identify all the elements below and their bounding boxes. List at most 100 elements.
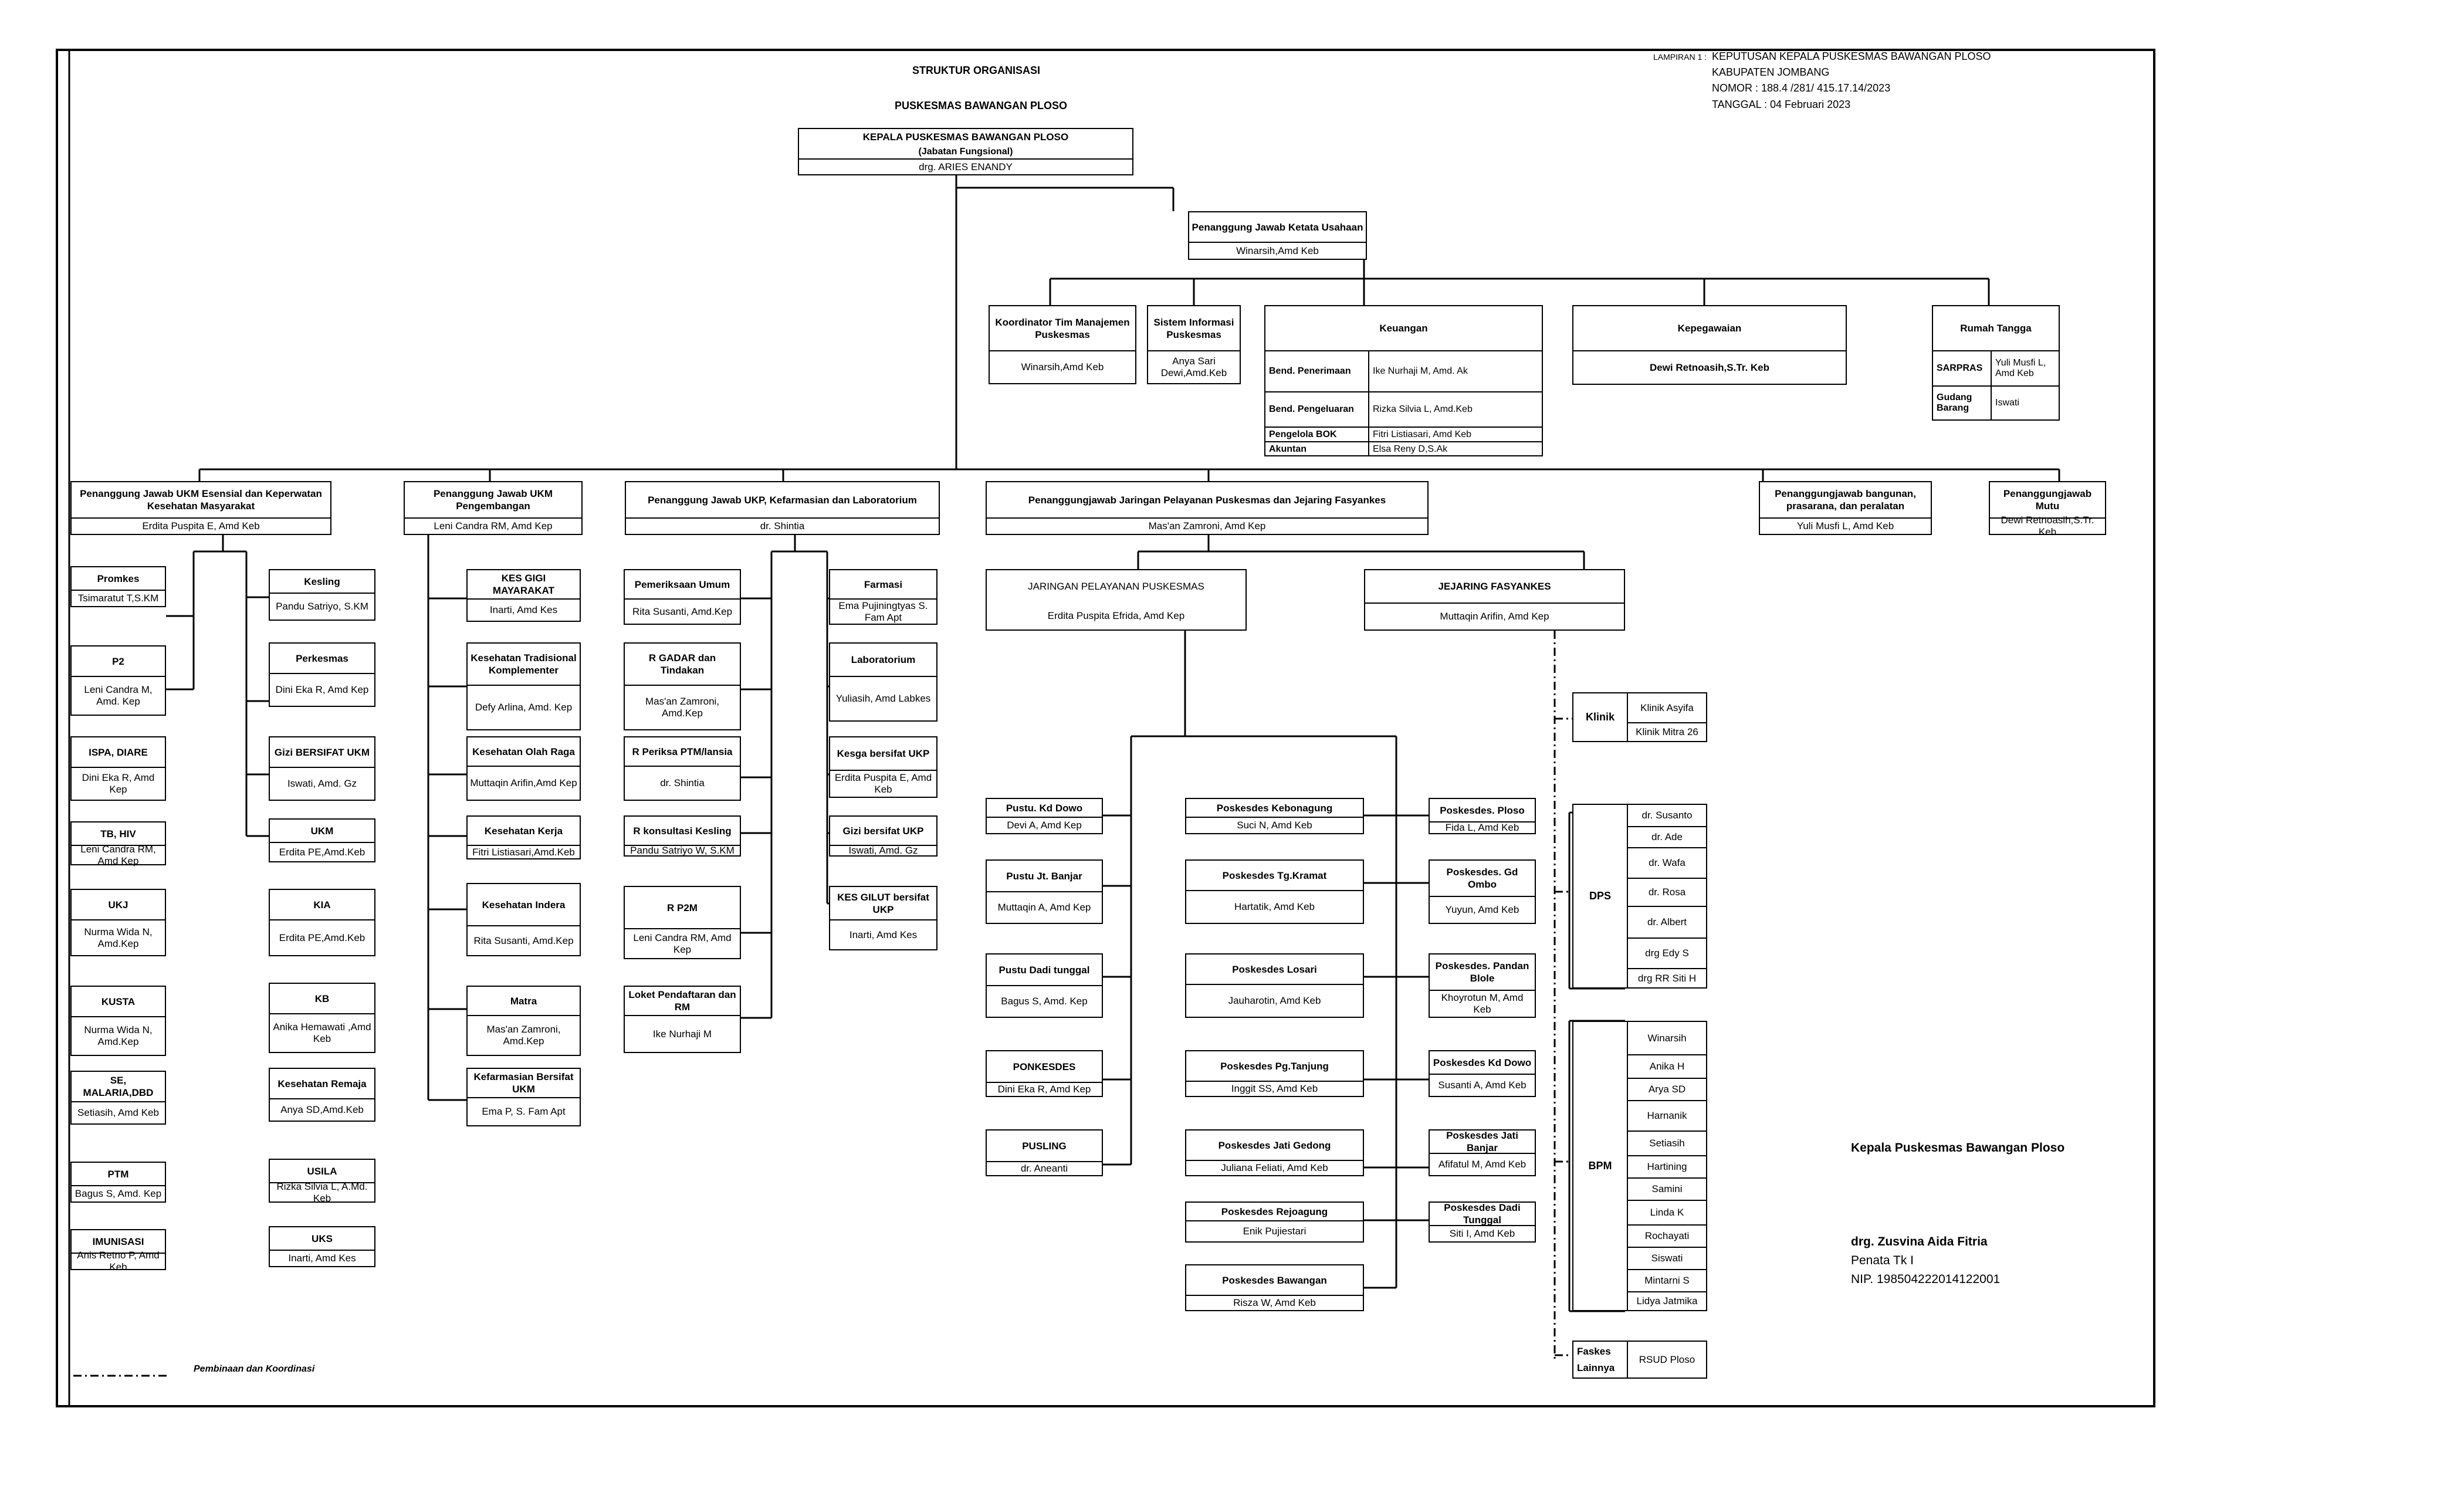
- ukm-left-name: Setiasih, Amd Keb: [72, 1101, 165, 1123]
- pj-bangunan-title: Penanggungjawab bangunan, prasarana, dan…: [1775, 488, 1916, 512]
- ukm-right-title: Gizi BERSIFAT UKM: [274, 746, 370, 758]
- pustu-title: PONKESDES: [1013, 1061, 1076, 1072]
- ukm-left-title: SE, MALARIA,DBD: [83, 1075, 154, 1098]
- pustu-title: Pustu Jt. Banjar: [1006, 870, 1082, 882]
- ukm-right-name: Inarti, Amd Kes: [270, 1250, 374, 1266]
- dps-label: DPS: [1572, 804, 1628, 989]
- bpm-item: Lidya Jatmika: [1628, 1291, 1706, 1310]
- jejaring-head-title: JEJARING FASYANKES: [1438, 581, 1551, 592]
- bpm-label: BPM: [1572, 1021, 1628, 1311]
- jejaring-head-name: Muttaqin Arifin, Amd Kep: [1365, 603, 1624, 629]
- kepegawaian-name: Dewi Retnoasih,S.Tr. Keb: [1573, 350, 1846, 384]
- pj-mutu-box: Penanggungjawab Mutu Dewi Retnoasih,S.Tr…: [1989, 481, 2106, 537]
- bpm-item: Hartining: [1628, 1155, 1706, 1177]
- koordinator-name: Winarsih,Amd Keb: [990, 350, 1135, 383]
- ukm-dev-items-name: Muttaqin Arifin,Amd Kep: [468, 766, 580, 800]
- ukm-left-title: IMUNISASI: [92, 1236, 144, 1247]
- ukm-right-name: Iswati, Amd. Gz: [270, 767, 374, 800]
- dps-item: dr. Albert: [1628, 906, 1706, 937]
- poskesdes-mid-name: Suci N, Amd Keb: [1186, 817, 1363, 833]
- koordinator-box: Koordinator Tim Manajemen Puskesmas Wina…: [989, 305, 1136, 384]
- ukp-right-name: Yuliasih, Amd Labkes: [830, 676, 936, 720]
- poskesdes-mid-name: Risza W, Amd Keb: [1186, 1295, 1363, 1310]
- ukp-right-name: Erdita Puspita E, Amd Keb: [830, 770, 936, 797]
- ukm-dev-items-name: Rita Susanti, Amd.Kep: [468, 925, 580, 955]
- ukm-right-name: Erdita PE,Amd.Keb: [270, 842, 374, 861]
- poskesdes-right-title: Poskesdes. Ploso: [1440, 804, 1525, 816]
- ukp-left-name: Pandu Satriyo W, S.KM: [625, 845, 740, 856]
- bpm-item: Anika H: [1628, 1054, 1706, 1078]
- tanggal-text: TANGGAL : 04 Februari 2023: [1712, 99, 1851, 110]
- ukp-left-name: Ike Nurhaji M: [625, 1015, 740, 1052]
- faskes-item: RSUD Ploso: [1639, 1353, 1695, 1365]
- poskesdes-right-name: Afifatul M, Amd Keb: [1430, 1153, 1535, 1175]
- bpm-item: Linda K: [1628, 1200, 1706, 1224]
- ukp-right-name: Iswati, Amd. Gz: [830, 845, 936, 856]
- pj-mutu-title: Penanggungjawab Mutu: [2003, 488, 2092, 512]
- dps-item: dr. Ade: [1628, 826, 1706, 847]
- ukm-left-name: Anis Retno P, Amd Keb: [72, 1250, 165, 1272]
- pj-bangunan-name: Yuli Musfi L, Amd Keb: [1760, 517, 1931, 534]
- ukm-left-name: Tsimaratut T,S.KM: [72, 590, 165, 606]
- ukm-left-title: TB, HIV: [100, 828, 136, 840]
- ukm-left-title: Promkes: [97, 573, 140, 584]
- ukp-left-name: Rita Susanti, Amd.Kep: [625, 598, 740, 624]
- legend-label: Pembinaan dan Koordinasi: [194, 1364, 315, 1374]
- poskesdes-right-title: Poskesdes Kd Dowo: [1433, 1057, 1532, 1068]
- ukp-right-name: Inarti, Amd Kes: [830, 919, 936, 949]
- pustu-name: Muttaqin A, Amd Kep: [987, 891, 1102, 923]
- tu-title: Penanggung Jawab Ketata Usahaan: [1192, 221, 1363, 233]
- signature-rank: Penata Tk I: [1851, 1254, 1914, 1267]
- kabupaten-text: KABUPATEN JOMBANG: [1712, 66, 1830, 78]
- ukm-right-name: Erdita PE,Amd.Keb: [270, 919, 374, 955]
- kepegawaian-box: Kepegawaian Dewi Retnoasih,S.Tr. Keb: [1572, 305, 1847, 385]
- ukm-dev-items-name: Mas'an Zamroni, Amd.Kep: [468, 1015, 580, 1055]
- pj-ukp-name: dr. Shintia: [626, 517, 939, 534]
- ukm-dev-items-title: Kesehatan Olah Raga: [472, 746, 575, 757]
- poskesdes-right-title: Poskesdes. Gd Ombo: [1446, 867, 1518, 890]
- lampiran-value: KEPUTUSAN KEPALA PUSKESMAS BAWANGAN PLOS…: [1712, 50, 1991, 62]
- nomor-text: NOMOR : 188.4 /281/ 415.17.14/2023: [1712, 82, 1891, 94]
- pj-ukm-name: Erdita Puspita E, Amd Keb: [72, 517, 330, 534]
- jaringan-head-box: JARINGAN PELAYANAN PUSKESMAS Erdita Pusp…: [986, 569, 1247, 631]
- faskes-label: Faskes Lainnya: [1572, 1341, 1628, 1379]
- ukp-right-title: KES GILUT bersifat UKP: [837, 891, 929, 915]
- ukm-right-title: Kesling: [304, 576, 340, 587]
- pustu-name: dr. Aneanti: [987, 1161, 1102, 1175]
- ukm-right-name: Rizka Silvia L, A.Md. Keb: [270, 1181, 374, 1204]
- kepala-sub: (Jabatan Fungsional): [918, 146, 1013, 157]
- ukp-right-name: Ema Pujiningtyas S. Fam Apt: [830, 598, 936, 624]
- dps-item: drg Edy S: [1628, 937, 1706, 968]
- keuangan-title: Keuangan: [1379, 323, 1428, 334]
- klinik-item: Klinik Mitra 26: [1628, 722, 1706, 741]
- signature-nip: NIP. 198504222014122001: [1851, 1272, 2001, 1286]
- ukm-dev-items-name: Fitri Listiasari,Amd.Keb: [468, 845, 580, 858]
- poskesdes-mid-name: Hartatik, Amd Keb: [1186, 890, 1363, 923]
- poskesdes-right-title: Poskesdes. Pandan Blole: [1435, 960, 1529, 984]
- ukp-right-box: KES GILUT bersifat UKP Inarti, Amd Kes: [829, 886, 937, 950]
- sip-name: Anya Sari Dewi,Amd.Keb: [1148, 350, 1240, 383]
- ukp-left-title: R Periksa PTM/lansia: [632, 746, 733, 757]
- bpm-item: Harnanik: [1628, 1100, 1706, 1131]
- ukp-right-title: Laboratorium: [851, 654, 916, 665]
- ukp-left-title: R konsultasi Kesling: [633, 825, 732, 837]
